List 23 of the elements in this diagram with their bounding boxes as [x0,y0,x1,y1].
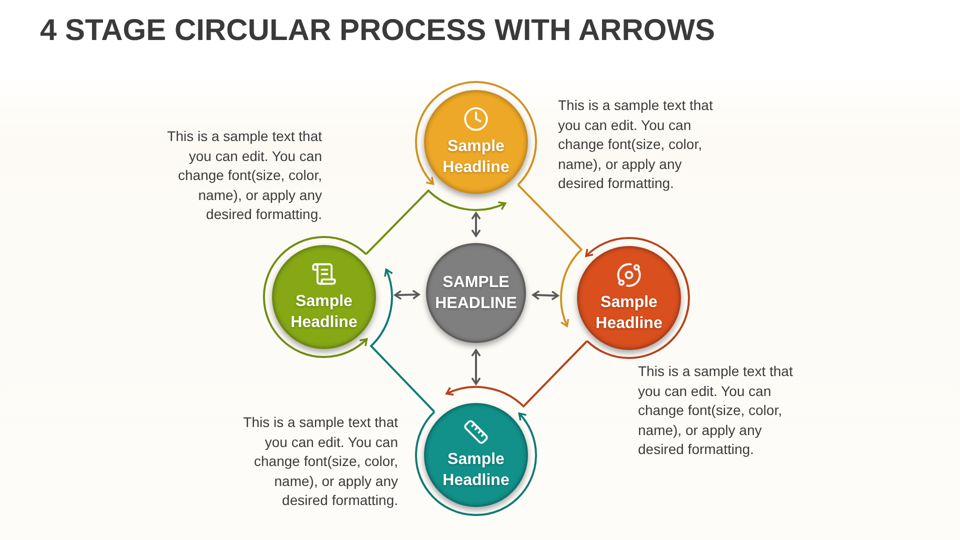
circle-title: SAMPLE HEADLINE [434,273,518,314]
description-text: This is a sample text that you can edit. You can change font(size, color, name), or apply any desired formatting. [558,96,714,193]
circle-title: Sample Headline [442,450,510,491]
title: 4 STAGE CIRCULAR PROCESS WITH ARROWS [40,14,716,48]
arrow [532,290,559,300]
arrow [471,212,481,237]
process-circle [424,403,528,507]
description-text: This is a sample text that you can edit. You can change font(size, color, name), or apply any desired formatting. [166,127,322,224]
arrow [446,340,588,408]
process-circle [424,90,528,194]
arrow [370,268,436,412]
description-text: This is a sample text that you can edit. You can change font(size, color, name), or apply any desired formatting. [242,413,398,510]
circle-title: Sample Headline [442,137,510,178]
arrow [365,190,506,255]
arrow [394,290,420,300]
process-circle [577,246,681,350]
arrow [517,184,582,327]
process-circle [426,243,526,343]
arrow [471,349,481,385]
circle-title: Sample Headline [594,293,664,334]
description-text: This is a sample text that you can edit. You can change font(size, color, name), or apply any desired formatting. [638,362,794,459]
process-circle [272,245,376,349]
circle-title: Sample Headline [290,292,358,333]
